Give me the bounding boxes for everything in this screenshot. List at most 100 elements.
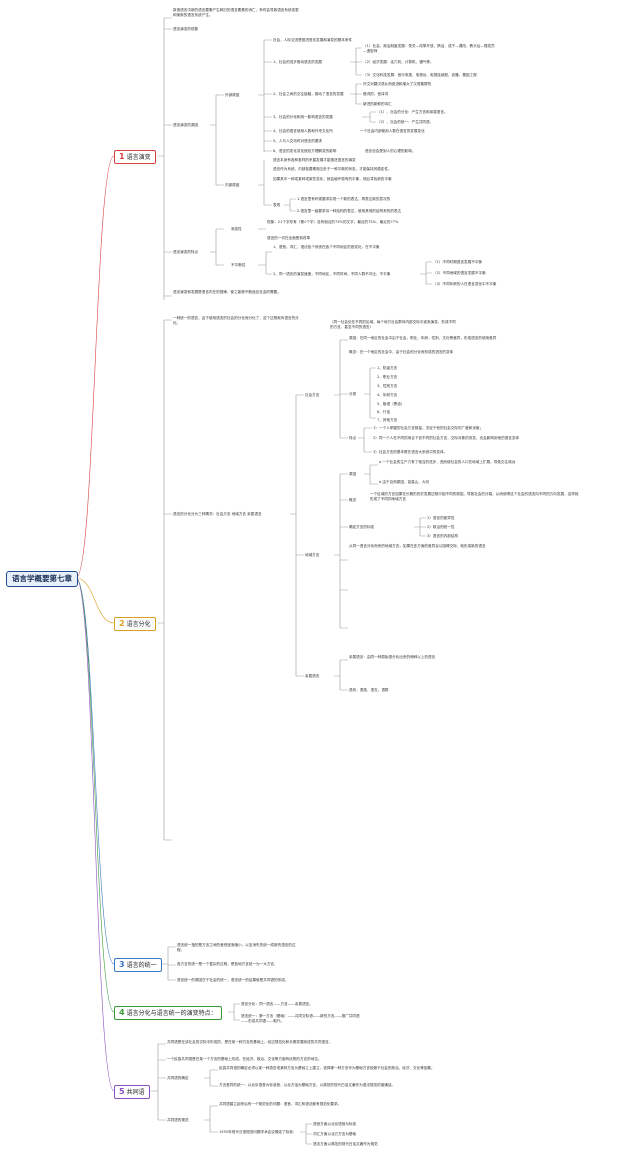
- node-text: 语言演变的特点: [173, 250, 199, 254]
- node-text: 共同语的规范: [167, 1118, 189, 1122]
- node-text: 1、社会的进步推动语言的发展: [273, 60, 323, 64]
- node-text: 语言演变的现象: [173, 27, 199, 31]
- node-text: 2.语言里一级要求另一种结构的表达，使用其他的结构来的的表达: [297, 209, 402, 213]
- node-text: 2、社会之间的交往接触，推动了语言的发展: [273, 92, 344, 96]
- node-text: 3）社会方言的基本是在语言大系统中的变体。: [373, 450, 448, 454]
- node-text: 外部原因: [225, 93, 240, 97]
- node-text: 共同语是在该社会的交际中形成的，是在某一种方言的基础上，经过规范化和长期发展而成…: [167, 1040, 333, 1044]
- node-text: 一个民族共同语是在某一个方言的基础上形成，在经济、政治、文化等方面有优势的方言的…: [167, 1057, 322, 1061]
- branch-number: 5: [119, 1087, 125, 1096]
- node-text: 原因：在同一地区的社会中由于社会，职业，年龄，性别，文化等差异，形成语言的使用差…: [349, 336, 497, 340]
- node-text: 5、隐语（黑话）: [377, 402, 405, 406]
- node-text: 共同语的确定: [167, 1076, 189, 1080]
- node-text: 语言统一的原因在于社会的统一，语言统一的结果就是共同语的形成。: [177, 978, 289, 982]
- node-text: 不平衡性: [231, 263, 246, 267]
- node-text: 社会，人际交流是推进语言发展和演变的基本条件: [273, 38, 353, 42]
- node-text: （1）、社会的分化：产生方言和亲属语言。: [377, 110, 448, 114]
- node-text: （同一社会处在不同的区域，每个地方社会群体内部交际中逐渐演变，形成不同 的方言，…: [330, 320, 456, 329]
- node-text: 6、行话: [377, 410, 391, 414]
- node-text: 从同一语言分化而来的地域方言，如果在多方面的差异足以阻碍交际，就形成新的语言: [349, 544, 486, 548]
- node-text: 1955年现代汉语规范问题学术会议确定了标准：: [219, 1130, 297, 1134]
- node-text: 原因: [349, 472, 357, 476]
- branch-number: 4: [119, 1008, 125, 1017]
- node-text: 现象：21个字形有（第1个字）没有相近的73%的文字，最近的75%，最近的77%: [267, 220, 399, 224]
- node-text: 5、人与人交流时对语言的要求: [273, 139, 323, 143]
- node-text: （3）文化科技发展：音乐电视、电视台、电视连续剧、克隆、基因工程: [363, 73, 477, 77]
- node-text: 语言作为系统，内部各要素相互处于一种平衡的状态，才能保持其稳定性。: [273, 167, 392, 171]
- node-text: 表现: [273, 203, 281, 207]
- node-text: （1）社会、政治制度发展：快关—改革开放、搞活、成子—课改、教头后—理发员 —造…: [363, 44, 495, 53]
- node-text: 一个社会内部使用人数在语言的发展变化: [360, 129, 425, 133]
- branch-label: 语言分化与语言统一的演变特点：: [126, 1010, 217, 1017]
- node-text: 语言统一指的是方言之间的差别逐渐缩小，以至消失的统一成新的语言的过 程。: [177, 943, 296, 952]
- node-text: 渐变性: [231, 227, 242, 231]
- mindmap-root[interactable]: 语言学概要第七章: [6, 571, 78, 587]
- node-text: 新进的新鲜的词汇: [363, 102, 392, 106]
- node-text: 1）一个人掌握的社会方言数量，决定于他的社会交际的广度和深度；: [373, 426, 484, 430]
- node-text: （3）不同年龄的人在语言变化中不平衡: [433, 282, 497, 286]
- node-text: 地域方言: [305, 553, 320, 557]
- branch-label: 语言分化: [126, 621, 151, 628]
- node-text: 语言也会受到人的心理的影响。: [365, 149, 416, 153]
- node-text: 3、社会的分化和统一影响语言的发展: [273, 115, 333, 119]
- node-text: 语言的分化分为三种情况：社会方言 地域方言 亲属语言: [173, 512, 262, 516]
- node-text: 内部原因: [225, 183, 240, 187]
- node-text: 概念：在一个地区的社会中，由于社会的分化而形成的语言的变体: [349, 350, 454, 354]
- node-text: 2、职业方言: [377, 375, 398, 379]
- node-text: 民族共同语的确定必须以某一种语言或某种方言为基础之上建立，选择哪一种方言作为基础…: [219, 1066, 435, 1070]
- node-text: 2）同一个人在不同的场合下说不同的社会方言，交际对象的改变，也会影响到他的语言变…: [373, 436, 520, 440]
- node-text: 语言本身有各种各样的矛盾发展才能推进语言的演变: [273, 158, 356, 162]
- node-text: 6、语言的变化变化使双方理解变的影响: [273, 149, 337, 153]
- node-text: 1、阶级方言: [377, 366, 398, 370]
- node-text: 如果其中一种或某种或某些变化，就会破坏原有的平衡，然后寻找新的平衡: [273, 177, 392, 181]
- branch-number: 3: [119, 960, 125, 969]
- node-text: 方言差异的统一：以北京语音为标准音，以北方话为基础方言，以典范的现代白话文著作为…: [219, 1083, 396, 1087]
- node-text: 亲属语言: [305, 674, 320, 678]
- node-text: 1.语言里有时候要求实现一个新的表达，再表达新的层次的: [297, 197, 391, 201]
- node-text: （2）不同地域的语言发展不平衡: [433, 271, 486, 275]
- node-text: 4、年龄方言: [377, 393, 398, 397]
- node-text: 新造语言中新的语言要素产生和旧的语言要素的消亡，有时会导致语言系统变更 和使新的…: [173, 8, 299, 17]
- branch-number: 2: [119, 619, 125, 628]
- node-text: 一个区域的方言如果在长期的历史发展过程中因不同的原因，导致社会的分裂，从而使得这…: [370, 492, 579, 501]
- node-text: 分类: [349, 392, 357, 396]
- node-text: 语言统一：第一方言（基础）——共同交际语——新的方言——推广共同语 ——形成共同…: [241, 1014, 360, 1023]
- node-text: 语法方面以典范的现代白话文著作为规范: [313, 1142, 378, 1146]
- node-text: 1、语音、词汇、语法各个系统在各个不同地区的音变化，在不平衡: [273, 245, 380, 249]
- branch-label: 共同语: [126, 1089, 145, 1096]
- node-text: 2、同一语言的演变速度，不同地区，不同时间、不同人群不可比，不平衡: [273, 272, 391, 276]
- node-text: b 由于自然原因，如高山、大河: [379, 480, 430, 484]
- node-text: 3）语言的内部结构: [427, 534, 459, 538]
- node-text: 概念: [349, 498, 357, 502]
- node-text: 社会方言: [305, 393, 320, 397]
- node-text: 亲属语言：由同一种原始语分化出来的两种以上的语言: [349, 655, 436, 659]
- node-text: 语言分化：同一语言——方言——亲属语言。: [241, 1002, 313, 1006]
- node-text: 确定方言的标准: [349, 525, 375, 529]
- node-text: （2）经济发展：走穴机、计算机、通气等。: [363, 60, 434, 64]
- node-text: （1）不同时期语言发展不平衡: [433, 260, 483, 264]
- node-text: 语系，语族，语支，语群: [349, 688, 389, 692]
- branch-label: 语言的统一: [126, 962, 157, 969]
- node-text: 一种统一的语言，由于使用语言的社会的分化而分化了，这个过程就叫语言的分 化。: [173, 316, 299, 325]
- node-text: 4、社会的语言使用人数和外来文化所: [273, 129, 333, 133]
- node-text: 7、其他方言: [377, 418, 398, 422]
- node-text: 语音方面以北京语音为标准: [313, 1122, 357, 1126]
- node-text: 特点: [349, 436, 357, 440]
- node-text: 各方言的统一是一个复杂的过程，是各地方言统一为一大方言。: [177, 962, 278, 966]
- node-text: a 一个社会的生产力有了相当的进步，进而使社会的人口在地域上扩展，导致交往疏远: [379, 460, 516, 464]
- node-text: 语言演变和发展是语言内在的规律，使之能够不断适应社会的需要。: [173, 290, 281, 294]
- node-text: 外文对翻汉语从而促进和增大了汉语集群的: [363, 82, 432, 86]
- node-text: 3、性别方言: [377, 384, 398, 388]
- node-text: 词汇方面以北方方言为基础: [313, 1132, 357, 1136]
- node-text: （2）、社会的统一：产生共同语。: [377, 120, 434, 124]
- node-text: 借词的，音译词: [363, 92, 389, 96]
- node-text: 语言演变的原因: [173, 123, 199, 127]
- branch-label: 语言演变: [126, 154, 151, 161]
- branch-number: 1: [119, 152, 125, 161]
